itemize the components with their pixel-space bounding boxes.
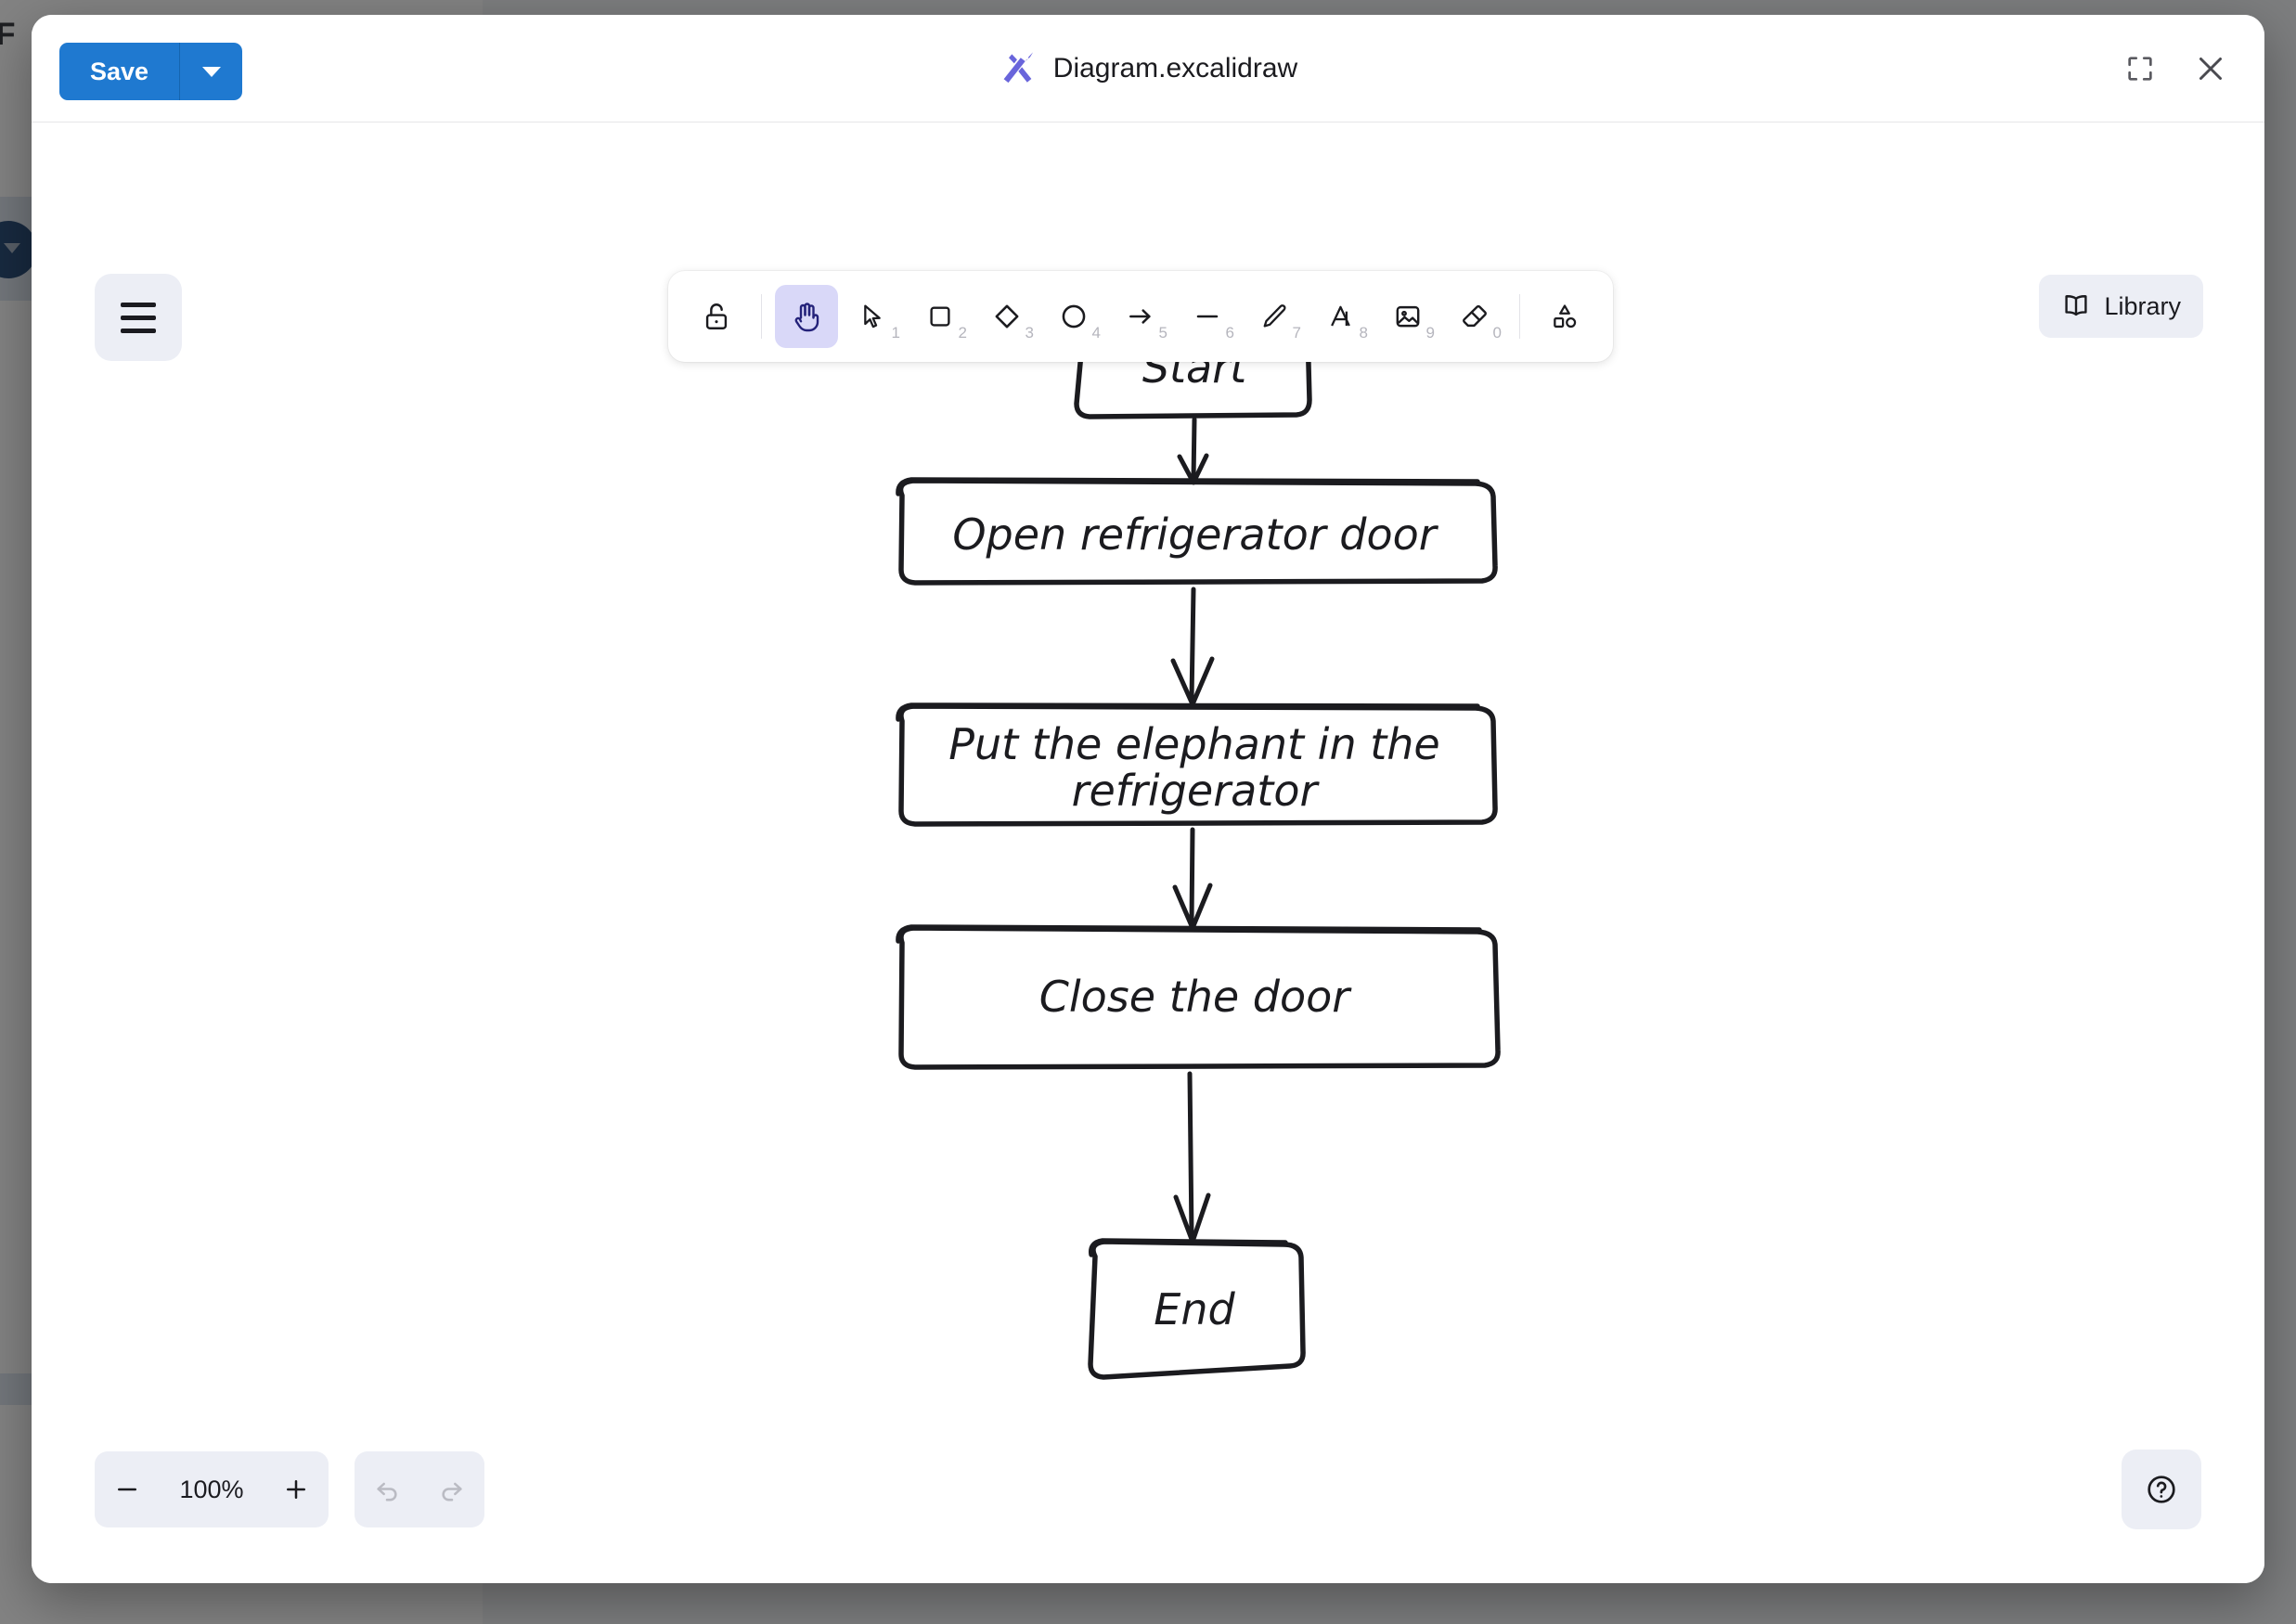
flow-node-put-label-line1: Put the elephant in the bbox=[948, 719, 1439, 769]
undo-button[interactable] bbox=[355, 1451, 419, 1527]
rectangle-icon[interactable]: 2 bbox=[909, 285, 972, 348]
canvas-toolbar: 1 2 3 4 bbox=[668, 271, 1613, 362]
excalidraw-modal-window: Save Diagram.excalidraw bbox=[32, 15, 2264, 1583]
save-button-group: Save bbox=[59, 43, 243, 100]
book-icon bbox=[2061, 290, 2091, 323]
flow-edge-close-end bbox=[1173, 1071, 1211, 1244]
modal-header: Save Diagram.excalidraw bbox=[32, 15, 2264, 122]
help-button[interactable] bbox=[2122, 1450, 2201, 1529]
minus-icon bbox=[118, 1488, 136, 1491]
editor-body: Start Open refrigerator door Put the ele… bbox=[32, 122, 2264, 1583]
redo-icon bbox=[442, 1482, 462, 1502]
library-button[interactable]: Library bbox=[2039, 275, 2203, 338]
draw-icon[interactable]: 7 bbox=[1243, 285, 1306, 348]
line-icon[interactable]: 6 bbox=[1176, 285, 1239, 348]
chevron-down-icon bbox=[201, 66, 221, 77]
flow-edge-start-open bbox=[1177, 417, 1209, 485]
text-icon[interactable]: 8 bbox=[1309, 285, 1373, 348]
tool-shortcut-key: 5 bbox=[1158, 324, 1167, 342]
menu-line bbox=[121, 302, 156, 307]
tool-shortcut-key: 0 bbox=[1492, 324, 1502, 342]
library-label: Library bbox=[2104, 291, 2181, 320]
flow-node-end bbox=[1088, 1238, 1306, 1380]
zoom-level-value[interactable]: 100% bbox=[179, 1475, 244, 1503]
flow-edge-put-close bbox=[1172, 827, 1213, 931]
window-title-group: Diagram.excalidraw bbox=[32, 15, 2264, 122]
fullscreen-icon bbox=[2128, 57, 2152, 81]
fullscreen-button[interactable] bbox=[2114, 43, 2166, 95]
save-button[interactable]: Save bbox=[59, 43, 180, 100]
tool-shortcut-key: 2 bbox=[958, 324, 967, 342]
menu-line bbox=[121, 328, 156, 333]
excalidraw-canvas[interactable]: Start Open refrigerator door Put the ele… bbox=[32, 122, 2264, 1583]
flow-edge-open-put bbox=[1170, 586, 1215, 707]
window-controls bbox=[2114, 15, 2237, 122]
question-mark-icon bbox=[2148, 1476, 2175, 1503]
hand-icon[interactable] bbox=[775, 285, 838, 348]
tool-shortcut-key: 9 bbox=[1425, 324, 1435, 342]
flow-node-end-label: End bbox=[1154, 1284, 1235, 1334]
tool-shortcut-key: 7 bbox=[1292, 324, 1301, 342]
zoom-in-button[interactable] bbox=[264, 1451, 329, 1527]
shapes-icon[interactable] bbox=[1533, 285, 1596, 348]
flow-node-open-label: Open refrigerator door bbox=[952, 509, 1438, 560]
redo-button[interactable] bbox=[419, 1451, 484, 1527]
hamburger-menu-icon[interactable] bbox=[95, 274, 182, 361]
history-controls bbox=[355, 1451, 484, 1527]
image-icon[interactable]: 9 bbox=[1376, 285, 1439, 348]
tool-shortcut-key: 4 bbox=[1091, 324, 1101, 342]
flow-node-open bbox=[896, 477, 1498, 586]
tool-shortcut-key: 8 bbox=[1359, 324, 1368, 342]
selection-icon[interactable]: 1 bbox=[842, 285, 905, 348]
save-dropdown-button[interactable] bbox=[179, 43, 243, 100]
excalidraw-logo-icon bbox=[999, 47, 1038, 91]
flow-node-close bbox=[896, 924, 1501, 1070]
undo-icon bbox=[377, 1482, 397, 1502]
toolbar-divider bbox=[1519, 294, 1520, 339]
zoom-out-button[interactable] bbox=[95, 1451, 160, 1527]
eraser-icon[interactable]: 0 bbox=[1443, 285, 1506, 348]
ellipse-icon[interactable]: 4 bbox=[1042, 285, 1105, 348]
lock-icon[interactable] bbox=[685, 285, 748, 348]
tool-shortcut-key: 1 bbox=[891, 324, 900, 342]
tool-shortcut-key: 6 bbox=[1225, 324, 1234, 342]
close-icon bbox=[2199, 58, 2222, 80]
zoom-controls: 100% bbox=[95, 1451, 329, 1527]
plus-icon bbox=[287, 1480, 305, 1499]
page-title: Diagram.excalidraw bbox=[1052, 53, 1298, 84]
menu-line bbox=[121, 315, 156, 320]
flow-node-close-label: Close the door bbox=[1039, 972, 1353, 1022]
diamond-icon[interactable]: 3 bbox=[975, 285, 1038, 348]
arrow-icon[interactable]: 5 bbox=[1109, 285, 1172, 348]
toolbar-divider bbox=[761, 294, 762, 339]
close-button[interactable] bbox=[2185, 43, 2237, 95]
flow-node-put bbox=[896, 702, 1498, 827]
tool-shortcut-key: 3 bbox=[1025, 324, 1034, 342]
flow-node-put-label-line2: refrigerator bbox=[1072, 766, 1321, 816]
